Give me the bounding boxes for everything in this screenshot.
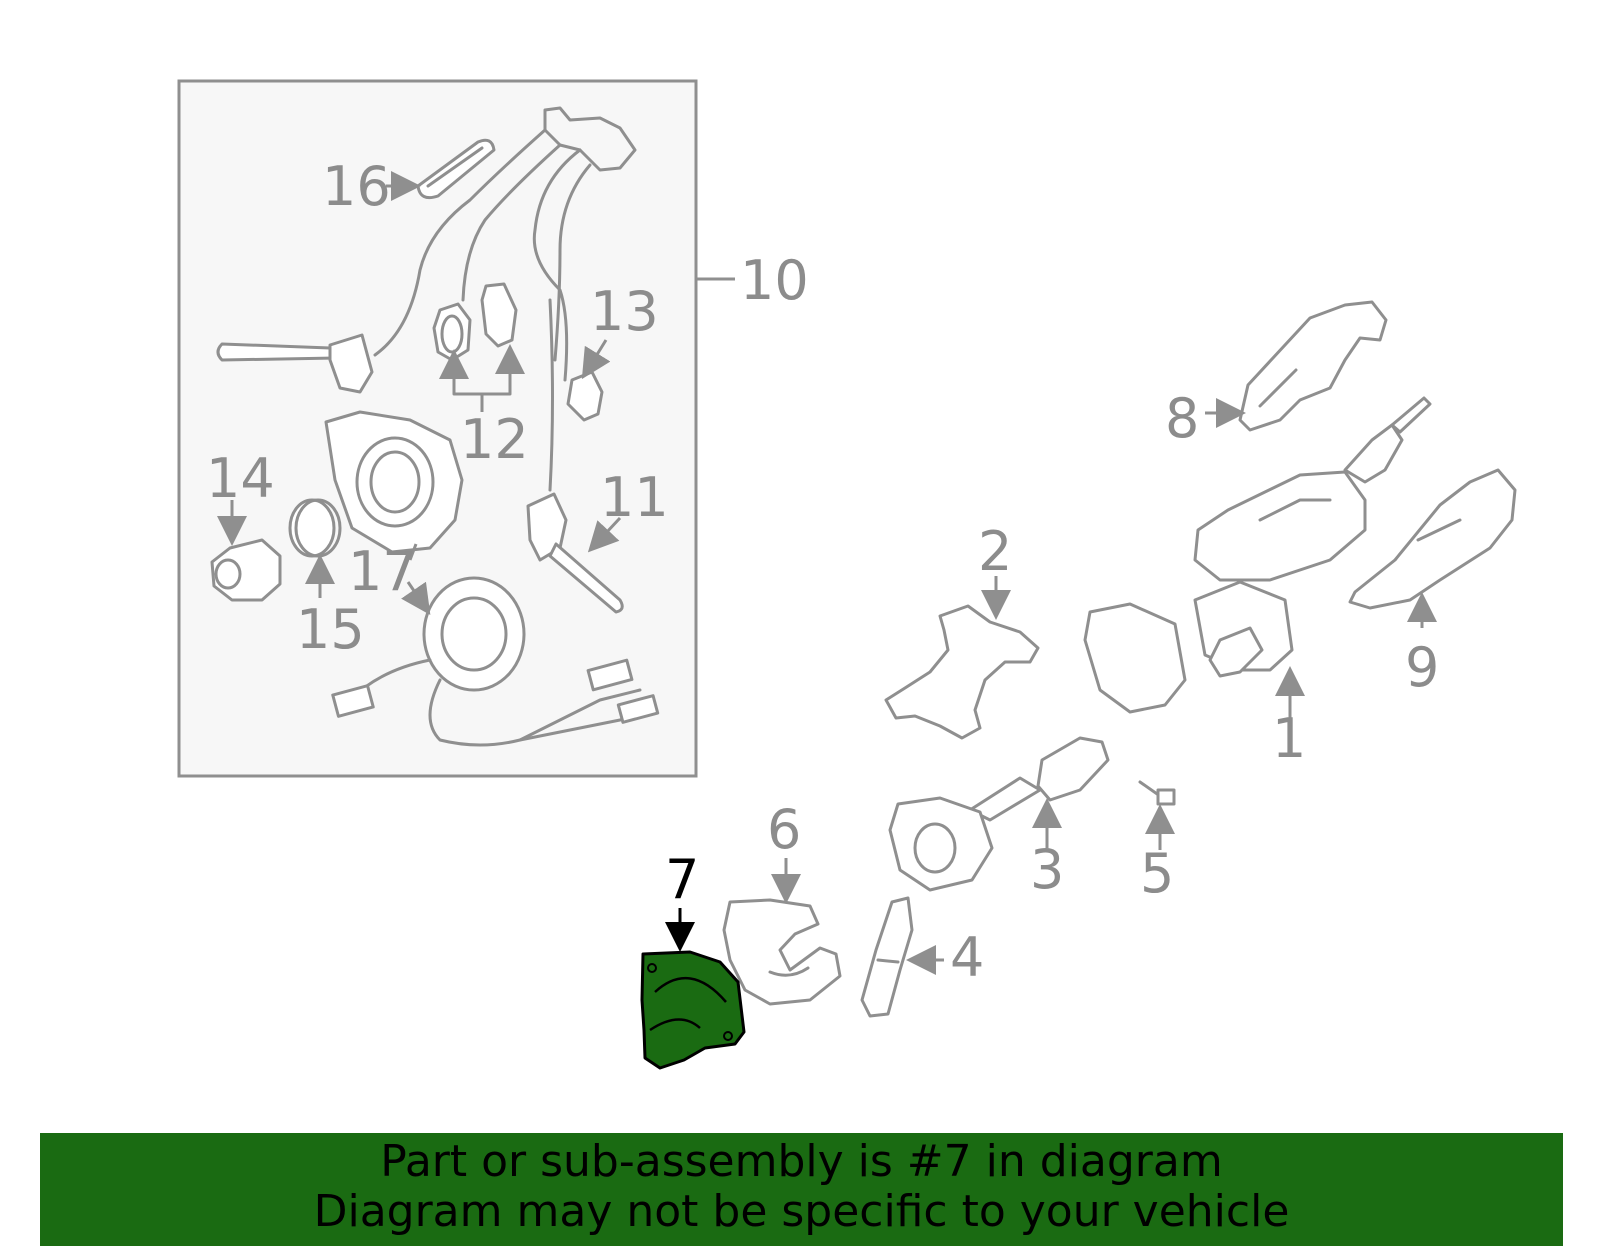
callout-1: 1 (1272, 707, 1306, 770)
callout-3: 3 (1030, 838, 1064, 901)
callout-10: 10 (740, 249, 809, 312)
arrow-17 (401, 581, 431, 615)
info-banner: Part or sub-assembly is #7 in diagram Di… (40, 1133, 1563, 1246)
callout-14: 14 (206, 447, 275, 510)
part-11-stalk (526, 492, 624, 614)
arrow-13 (581, 339, 611, 380)
part-4-sleeve (860, 896, 914, 1018)
callout-8: 8 (1165, 387, 1199, 450)
callout-15: 15 (296, 598, 365, 661)
part-7-highlighted (640, 950, 746, 1070)
callout-17: 17 (348, 540, 417, 603)
arrow-11 (587, 516, 622, 553)
callout-5: 5 (1140, 842, 1174, 905)
callout-13: 13 (590, 280, 659, 343)
part-9-lower-cover (1348, 468, 1517, 610)
part-2-bracket (884, 604, 1040, 740)
part-8-upper-cover (1238, 300, 1388, 432)
inset-housing (324, 410, 464, 554)
callout-7: 7 (665, 848, 699, 911)
callout-16: 16 (322, 155, 391, 218)
part-3-shaft (888, 736, 1110, 892)
banner-line-2: Diagram may not be specific to your vehi… (313, 1186, 1290, 1237)
callout-11: 11 (600, 466, 669, 529)
stem-17 (408, 543, 418, 561)
part-16-clip (416, 138, 496, 200)
callout-4: 4 (950, 926, 984, 989)
callout-6: 6 (767, 798, 801, 861)
callout-9: 9 (1405, 636, 1439, 699)
parts-diagram: 16 10 13 12 14 11 17 15 8 2 9 1 6 3 5 7 … (177, 79, 1517, 1070)
part-1-column (1083, 396, 1432, 714)
inset-lever-left (216, 333, 374, 394)
part-17-clockspring (331, 576, 660, 747)
callout-2: 2 (978, 520, 1012, 583)
part-15-ring (288, 498, 342, 558)
callout-12: 12 (460, 408, 529, 471)
part-6-boot (722, 898, 842, 1006)
part-5-bolt (1138, 780, 1176, 806)
banner-line-1: Part or sub-assembly is #7 in diagram (380, 1136, 1223, 1187)
inset-harness (373, 106, 637, 492)
